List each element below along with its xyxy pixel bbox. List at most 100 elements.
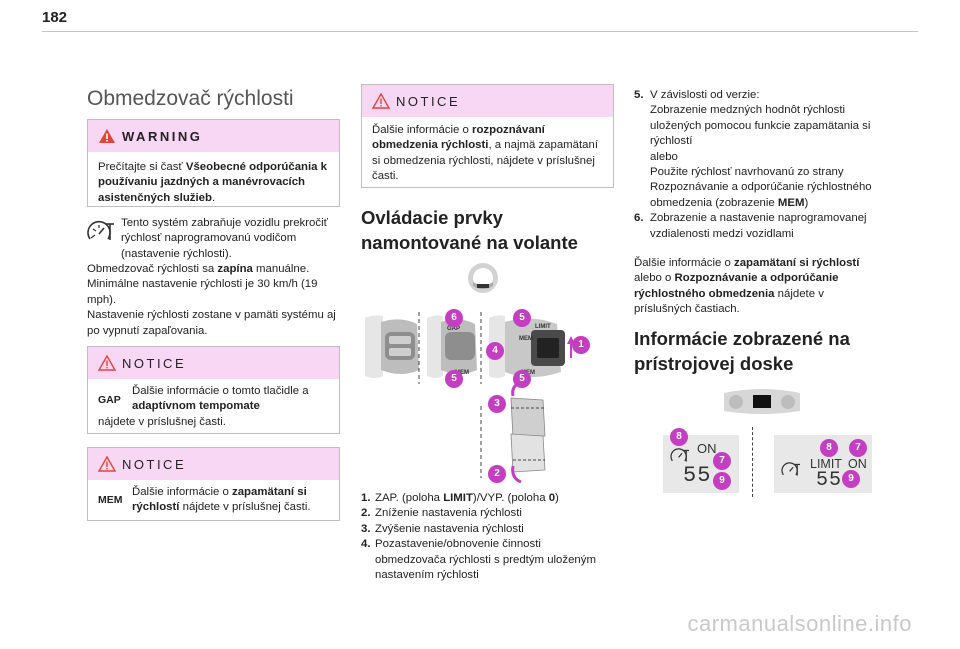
- right-para-pre: Ďalšie informácie o: [634, 257, 735, 269]
- callout-7-left: 7: [713, 452, 731, 470]
- notice-mem-bold: zapamätaní si rýchlostí: [132, 486, 307, 514]
- item5-text-b: Zobrazenie medzných hodnôt rýchlosti ulo…: [650, 104, 871, 148]
- list-number: 6.: [634, 212, 644, 225]
- instrument-panel-icon: [724, 389, 800, 414]
- item5-text-d-span: Použite rýchlosť navrhovanú zo strany Ro…: [650, 166, 872, 209]
- notice-gap-bold: adaptívnom tempomate: [132, 400, 260, 413]
- display1-on-text: ON: [697, 441, 717, 456]
- warning-text-post: .: [211, 191, 216, 204]
- notice-gap-text2: nájdete v príslušnej časti.: [98, 415, 338, 430]
- ctl-limit-label: LIMIT: [535, 324, 551, 330]
- ctl-mem-label-2: MEM: [519, 336, 533, 342]
- intro-text-rest: Obmedzovač rýchlosti sa zapína manuálne.…: [87, 247, 343, 339]
- callout-7-right: 7: [849, 439, 867, 457]
- item5-text-d-post: ): [804, 196, 809, 209]
- intro-line1-text: Tento systém zabraňuje vozidlu prekročiť…: [121, 216, 343, 262]
- item1-bold1: LIMIT: [443, 492, 473, 504]
- stalk-view-middle: GAP MEM: [427, 315, 477, 378]
- notice-recognition-box: NOTICE Ďalšie informácie o rozpoznávaní …: [361, 84, 614, 188]
- display-heading: Informácie zobrazené na prístrojovej dos…: [634, 328, 850, 374]
- stalk-view-left: [365, 315, 419, 378]
- list-item: 6. Zobrazenie a nastavenie naprogramovane…: [634, 211, 884, 242]
- list-item: 1.ZAP. (poloha LIMIT)/VYP. (poloha 0): [361, 491, 611, 506]
- notice-recog-post: , a najmä zapamätaní si obmedzenia rýchl…: [372, 139, 599, 183]
- notice-recog-pre: Ďalšie informácie o: [372, 124, 473, 136]
- notice-recognition-text: Ďalšie informácie o rozpoznávaní obmedze…: [362, 117, 613, 195]
- display2-limit-text: LIMIT: [810, 457, 842, 471]
- item1-pre: ZAP. (poloha: [375, 492, 444, 504]
- intro-line2-bold: zapína: [217, 263, 253, 275]
- notice-icon: [98, 355, 116, 371]
- notice-gap-post: nájdete v príslušnej časti.: [98, 416, 226, 428]
- item5-text-d-bold: MEM: [777, 196, 805, 209]
- right-para-mid: alebo o: [634, 272, 675, 285]
- item2-text: Zníženie nastavenia rýchlosti: [375, 507, 522, 520]
- callout-8-left: 8: [670, 428, 688, 446]
- warning-heading: WARNING: [122, 129, 203, 144]
- controls-list: 1.ZAP. (poloha LIMIT)/VYP. (poloha 0) 2.…: [361, 491, 611, 583]
- steering-controls-diagram: GAP MEM MEM LIMIT MEM: [365, 263, 575, 484]
- list-number: 2.: [361, 507, 371, 520]
- notice-gap-text: Ďalšie informácie o tomto tlačidle a ada…: [132, 384, 332, 415]
- item5-text-c: alebo: [650, 150, 678, 163]
- notice-recognition-heading: NOTICE: [396, 94, 461, 109]
- notice-icon: [372, 93, 390, 109]
- page-title: Obmedzovač rýchlosti: [87, 87, 294, 110]
- list-item: 4.Pozastavenie/obnovenie činnosti obmedz…: [361, 537, 611, 583]
- list-item: 3. Zvýšenie nastavenia rýchlosti: [361, 522, 611, 537]
- steering-wheel-icon: [468, 263, 498, 293]
- item5-text-d: Použite rýchlosť navrhovanú zo strany Ro…: [650, 165, 884, 211]
- notice-mem-header: NOTICE: [88, 448, 339, 480]
- list-number: 3.: [361, 522, 371, 535]
- callout-5-top: 5: [513, 309, 531, 327]
- right-list: 5. V závislosti od verzie: Zobrazenie me…: [634, 88, 884, 242]
- list-item: 2. Zníženie nastavenia rýchlosti: [361, 506, 611, 521]
- notice-gap-box: NOTICE GAP Ďalšie informácie o tomto tla…: [87, 346, 340, 434]
- speed-limiter-icon: [670, 448, 689, 462]
- intro-line2: Obmedzovač rýchlosti sa zapína manuálne.: [87, 262, 343, 277]
- warning-text: Prečítajte si časť Všeobecné odporúčania…: [88, 152, 339, 216]
- notice-recog-bold: rozpoznávaní obmedzenia rýchlosti: [372, 124, 545, 152]
- notice-gap-pre: Ďalšie informácie o tomto tlačidle a: [132, 385, 309, 397]
- notice-mem-text: Ďalšie informácie o zapamätaní si rýchlo…: [132, 485, 336, 516]
- ctl-gap-label: GAP: [447, 326, 460, 332]
- list-number: 1.: [361, 492, 371, 504]
- item5-text-a: V závislosti od verzie:: [650, 89, 760, 101]
- display2-on-text: ON: [848, 457, 867, 471]
- display-divider: [752, 427, 753, 497]
- intro-line1-span: Tento systém zabraňuje vozidlu prekročiť…: [121, 217, 328, 260]
- speed-limiter-icon: [87, 220, 114, 240]
- list-number: 4.: [361, 538, 371, 551]
- item6-text: Zobrazenie a nastavenie naprogramovanej …: [650, 212, 867, 240]
- notice-recognition-header: NOTICE: [362, 85, 613, 117]
- notice-icon: [98, 456, 116, 472]
- warning-box: WARNING Prečítajte si časť Všeobecné odp…: [87, 119, 340, 207]
- warning-box-header: WARNING: [88, 120, 339, 152]
- ctl-mem-label-1: MEM: [455, 370, 469, 376]
- watermark: carmanualsonline.info: [687, 611, 912, 636]
- speed-limiter-icon: [781, 462, 800, 476]
- warning-text-pre: Prečítajte si časť: [98, 161, 186, 173]
- top-divider: [42, 31, 918, 32]
- warning-text-bold: Všeobecné odporúčania k používaniu jazdn…: [98, 161, 328, 204]
- intro-text: Tento systém zabraňuje vozidlu prekročiť…: [87, 216, 343, 260]
- callout-6: 6: [445, 309, 463, 327]
- right-para-bold2: Rozpoznávanie a odporúčanie rýchlostného…: [634, 272, 839, 300]
- right-para-post: nájdete v príslušných častiach.: [634, 287, 824, 316]
- page-number: 182: [42, 9, 68, 26]
- list-number: 5.: [634, 89, 644, 101]
- intro-line2-post: manuálne.: [252, 263, 310, 275]
- display1-speed: 55: [683, 463, 712, 488]
- callout-5-right: 5: [513, 370, 531, 388]
- controls-heading: Ovládacie prvky namontované na volante: [361, 207, 578, 253]
- notice-mem-box: NOTICE MEM Ďalšie informácie o zapamätan…: [87, 447, 340, 521]
- item3-text: Zvýšenie nastavenia rýchlosti: [375, 522, 524, 535]
- callout-9-right: 9: [842, 470, 860, 488]
- callout-1: 1: [572, 336, 590, 354]
- right-paragraph: Ďalšie informácie o zapamätaní si rýchlo…: [634, 256, 884, 318]
- item1-mid: )/VYP. (poloha: [472, 492, 549, 504]
- notice-gap-header: NOTICE: [88, 347, 339, 379]
- notice-gap-heading: NOTICE: [122, 356, 187, 371]
- intro-line3: Minimálne nastavenie rýchlosti je 30 km/…: [87, 278, 318, 306]
- callout-2: 2: [488, 465, 506, 483]
